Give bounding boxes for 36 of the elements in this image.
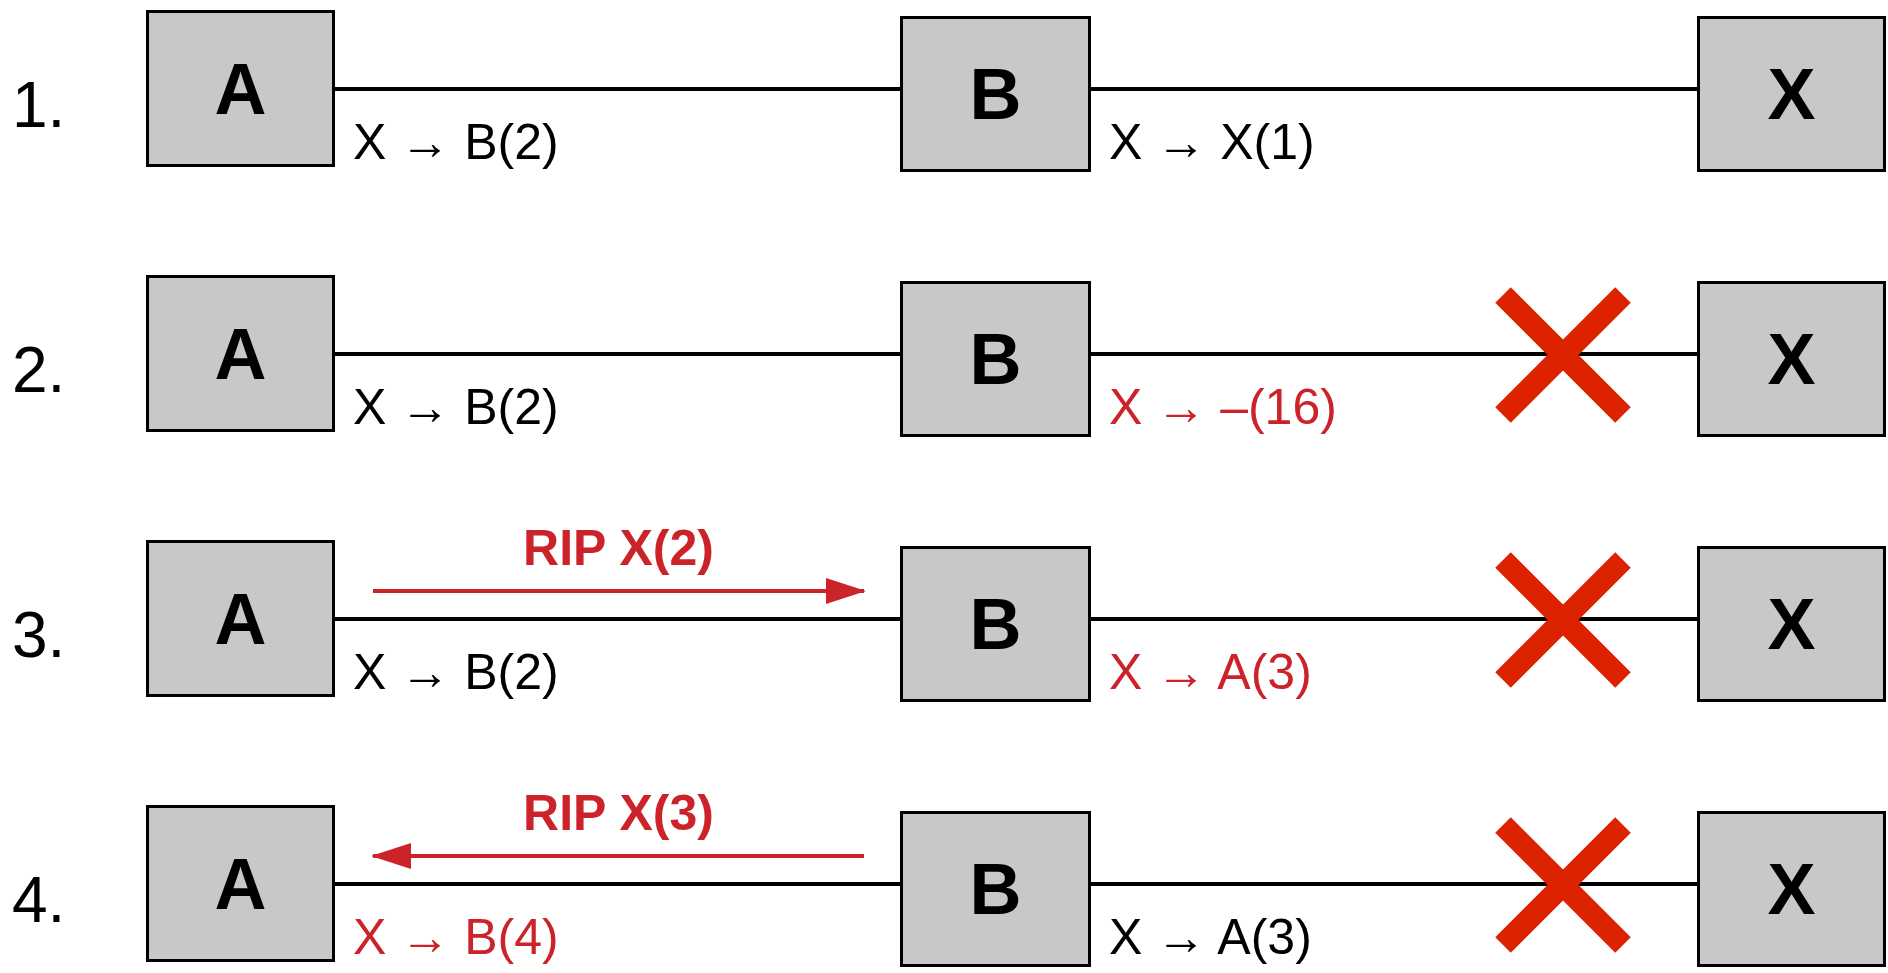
row-number: 4. <box>12 865 66 936</box>
row-number: 3. <box>12 600 66 671</box>
row-number: 2. <box>12 335 66 406</box>
route-entry: X → B(2) <box>353 380 559 435</box>
link-line <box>1091 882 1697 886</box>
link-line <box>335 882 900 886</box>
link-line <box>1091 352 1697 356</box>
router-box: B <box>900 281 1091 437</box>
row-number: 1. <box>12 70 66 141</box>
router-box: X <box>1697 546 1886 702</box>
route-entry: X → B(2) <box>353 115 559 170</box>
message-arrow <box>373 578 866 604</box>
route-entry: X → X(1) <box>1109 115 1315 170</box>
router-box: A <box>146 805 335 962</box>
route-entry: X → B(2) <box>353 645 559 700</box>
route-entry: X → A(3) <box>1109 910 1312 965</box>
router-box: X <box>1697 281 1886 437</box>
link-line <box>335 87 900 91</box>
link-line <box>1091 87 1697 91</box>
router-box: X <box>1697 811 1886 967</box>
router-box: B <box>900 546 1091 702</box>
route-entry: X → A(3) <box>1109 645 1312 700</box>
router-box: B <box>900 16 1091 172</box>
route-entry: X → B(4) <box>353 910 559 965</box>
router-box: A <box>146 275 335 432</box>
router-box: X <box>1697 16 1886 172</box>
router-box: A <box>146 540 335 697</box>
route-entry: X → –(16) <box>1109 380 1337 435</box>
message-label: RIP X(2) <box>523 520 714 576</box>
link-line <box>335 352 900 356</box>
message-arrow <box>371 843 864 869</box>
message-label: RIP X(3) <box>523 785 714 841</box>
router-box: A <box>146 10 335 167</box>
link-line <box>335 617 900 621</box>
router-box: B <box>900 811 1091 967</box>
link-line <box>1091 617 1697 621</box>
